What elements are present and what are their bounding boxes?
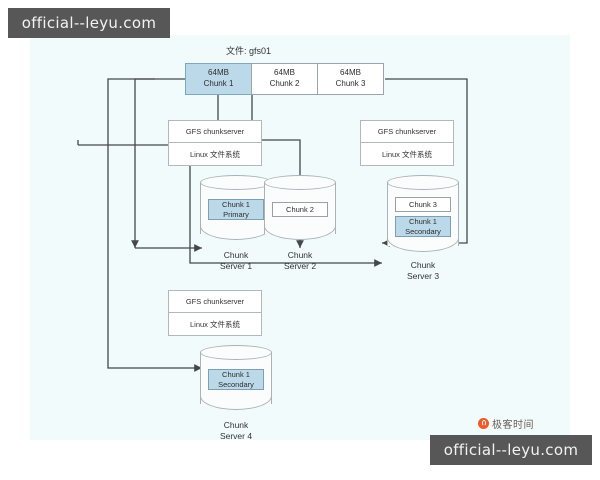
disk-server-4-chunk-1-line2: Secondary [218, 379, 254, 389]
watermark-bottom-right: official--leyu.com [430, 435, 592, 465]
server-4-name-line1: Chunk [223, 420, 249, 430]
disk-server-2-chunk-1-line1: Chunk 2 [286, 204, 314, 214]
stack-server-1-filesystem: Linux 文件系统 [168, 143, 262, 166]
chunk-cell-3-name: Chunk 3 [335, 79, 366, 88]
chunk-cell-1[interactable]: 64MB Chunk 1 [185, 63, 252, 95]
disk-server-2-bottom [264, 220, 336, 240]
disk-server-1: Chunk 1 Primary [200, 175, 272, 241]
stack-server-3-filesystem: Linux 文件系统 [360, 143, 454, 166]
geek-time-logo: 极客时间 [478, 416, 534, 431]
disk-server-3-chunk-2-line2: Secondary [405, 226, 441, 236]
stack-server-3: GFS chunkserver Linux 文件系统 [360, 120, 454, 166]
disk-server-2-chunk-1[interactable]: Chunk 2 [272, 202, 328, 217]
watermark-top-left: official--leyu.com [8, 8, 170, 38]
diagram-canvas: 文件: gfs01 64MB Chunk 1 64MB Chunk 2 64MB… [30, 35, 570, 443]
server-3-name-line2: Server 3 [406, 271, 440, 282]
file-label: 文件: gfs01 [226, 46, 272, 56]
server-1-name-line2: Server 1 [219, 261, 253, 272]
chunk-cell-3[interactable]: 64MB Chunk 3 [317, 63, 384, 95]
chunk-cell-2[interactable]: 64MB Chunk 2 [251, 63, 318, 95]
disk-server-4-bottom [200, 390, 272, 410]
stack-server-4: GFS chunkserver Linux 文件系统 [168, 290, 262, 336]
disk-server-3: Chunk 3 Chunk 1 Secondary [387, 175, 459, 253]
disk-server-1-chunk-1-line2: Primary [223, 209, 249, 219]
stack-server-4-filesystem: Linux 文件系统 [168, 313, 262, 336]
chunk-cell-3-size: 64MB [340, 68, 361, 78]
server-2-name: Chunk Server 2 [255, 250, 345, 273]
file-chunk-strip: 64MB Chunk 1 64MB Chunk 2 64MB Chunk 3 [185, 63, 385, 95]
stack-server-4-chunkserver: GFS chunkserver [168, 290, 262, 313]
chunk-cell-2-name: Chunk 2 [269, 79, 300, 88]
server-1-name: Chunk Server 1 [191, 250, 281, 273]
server-3-name-line1: Chunk [410, 260, 436, 270]
disk-server-4-top [200, 345, 272, 360]
server-2-name-line1: Chunk [287, 250, 313, 260]
disk-server-3-top [387, 175, 459, 190]
server-4-name: Chunk Server 4 [191, 420, 281, 443]
geek-time-logo-text: 极客时间 [492, 420, 534, 431]
disk-server-2-top [264, 175, 336, 190]
chunk-cell-1-name: Chunk 1 [203, 79, 234, 88]
stack-server-1-chunkserver: GFS chunkserver [168, 120, 262, 143]
server-2-name-line2: Server 2 [283, 261, 317, 272]
disk-server-1-top [200, 175, 272, 190]
disk-server-4-chunk-1-line1: Chunk 1 [222, 370, 250, 380]
disk-server-1-chunk-1-line1: Chunk 1 [222, 200, 250, 210]
disk-server-3-chunk-1-line1: Chunk 3 [409, 199, 437, 209]
geek-time-mark-icon [478, 418, 489, 429]
chunk-cell-2-size: 64MB [274, 68, 295, 78]
disk-server-3-chunk-2-line1: Chunk 1 [409, 217, 437, 227]
disk-server-3-chunk-1[interactable]: Chunk 3 [395, 197, 451, 212]
server-1-name-line1: Chunk [223, 250, 249, 260]
disk-server-2: Chunk 2 [264, 175, 336, 241]
disk-server-3-chunk-2[interactable]: Chunk 1 Secondary [395, 216, 451, 237]
chunk-cell-1-size: 64MB [208, 68, 229, 78]
disk-server-1-bottom [200, 220, 272, 240]
stack-server-1: GFS chunkserver Linux 文件系统 [168, 120, 262, 166]
disk-server-4: Chunk 1 Secondary [200, 345, 272, 411]
stack-server-3-chunkserver: GFS chunkserver [360, 120, 454, 143]
disk-server-1-chunk-1[interactable]: Chunk 1 Primary [208, 199, 264, 220]
disk-server-4-chunk-1[interactable]: Chunk 1 Secondary [208, 369, 264, 390]
server-3-name: Chunk Server 3 [378, 260, 468, 283]
server-4-name-line2: Server 4 [219, 431, 253, 442]
